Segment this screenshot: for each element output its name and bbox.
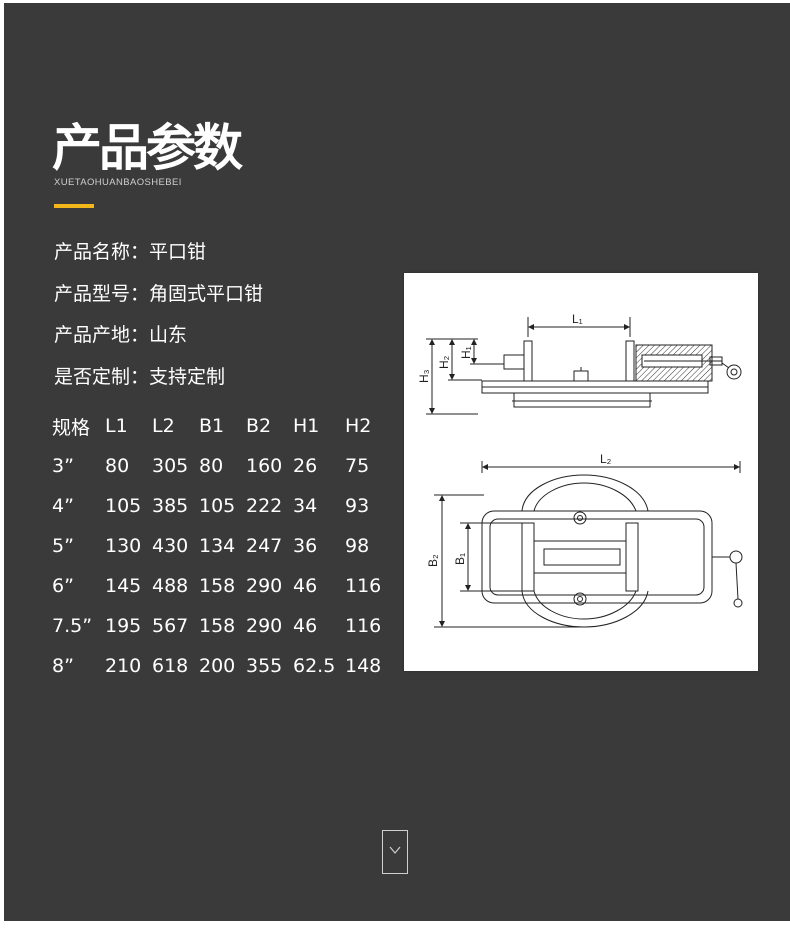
l2-dimension <box>481 461 741 473</box>
table-cell: 7.5” <box>52 615 93 637</box>
info-product-model: 产品型号：角固式平口钳 <box>54 282 263 306</box>
info-product-origin: 产品产地：山东 <box>54 323 187 347</box>
table-cell: 210 <box>105 655 142 677</box>
table-cell: 34 <box>293 495 318 517</box>
spec-header-cell: L2 <box>152 415 175 437</box>
table-cell: 145 <box>105 575 142 597</box>
spec-header-cell: B1 <box>199 415 225 437</box>
page-subtitle: XUETAOHUANBAOSHEBEI <box>54 177 182 188</box>
label-b1: B₁ <box>453 553 467 565</box>
table-cell: 567 <box>152 615 189 637</box>
table-cell: 75 <box>345 455 370 477</box>
table-cell: 160 <box>246 455 283 477</box>
table-row: 8” 210 618 200 355 62.5 148 <box>52 646 385 686</box>
label-h1: H₁ <box>459 346 473 359</box>
table-cell: 80 <box>199 455 224 477</box>
spec-header-cell: B2 <box>246 415 272 437</box>
label-h2: H₂ <box>437 355 451 369</box>
table-row: 7.5” 195 567 158 290 46 116 <box>52 606 385 646</box>
info-value: 支持定制 <box>149 366 226 388</box>
table-cell: 46 <box>293 615 318 637</box>
table-cell: 116 <box>345 575 382 597</box>
table-cell: 385 <box>152 495 189 517</box>
spec-header-cell: 规格 <box>52 416 91 439</box>
spec-header-row: 规格 L1 L2 B1 B2 H1 H2 <box>52 406 385 446</box>
accent-bar <box>54 204 94 208</box>
b-dimensions <box>434 494 580 628</box>
table-row: 6” 145 488 158 290 46 116 <box>52 566 385 606</box>
table-cell: 430 <box>152 535 189 557</box>
chevron-down-icon <box>389 846 401 854</box>
vise-technical-drawing: L₁ L₂ H₃ H₂ H₁ B₂ B₁ <box>404 273 758 671</box>
table-cell: 80 <box>105 455 130 477</box>
info-customization: 是否定制：支持定制 <box>54 365 225 389</box>
table-cell: 93 <box>345 495 370 517</box>
label-h3: H₃ <box>417 369 431 383</box>
table-cell: 195 <box>105 615 142 637</box>
page-title: 产品参数 <box>52 119 243 177</box>
info-label: 是否定制： <box>54 366 150 388</box>
table-cell: 290 <box>246 575 283 597</box>
table-cell: 618 <box>152 655 189 677</box>
table-row: 3” 80 305 80 160 26 75 <box>52 446 385 486</box>
table-cell: 105 <box>105 495 142 517</box>
table-cell: 158 <box>199 575 236 597</box>
table-cell: 46 <box>293 575 318 597</box>
spec-header-cell: L1 <box>105 415 128 437</box>
scroll-down-button[interactable] <box>382 830 408 874</box>
table-cell: 305 <box>152 455 189 477</box>
table-cell: 130 <box>105 535 142 557</box>
table-cell: 116 <box>345 615 382 637</box>
table-cell: 4” <box>52 495 74 517</box>
table-cell: 62.5 <box>293 655 336 677</box>
plan-view <box>481 474 743 628</box>
info-value: 平口钳 <box>149 241 207 263</box>
side-view <box>481 340 742 408</box>
info-product-name: 产品名称：平口钳 <box>54 240 206 264</box>
table-cell: 105 <box>199 495 236 517</box>
table-cell: 3” <box>52 455 74 477</box>
info-label: 产品产地： <box>54 324 150 346</box>
table-cell: 134 <box>199 535 236 557</box>
table-cell: 98 <box>345 535 370 557</box>
info-label: 产品名称： <box>54 241 150 263</box>
label-l2: L₂ <box>600 452 612 466</box>
vise-drawing-svg: L₁ L₂ H₃ H₂ H₁ B₂ B₁ <box>417 312 743 628</box>
info-value: 角固式平口钳 <box>149 283 264 305</box>
label-b2: B₂ <box>426 554 440 567</box>
l1-dimension <box>527 317 631 337</box>
table-cell: 8” <box>52 655 74 677</box>
table-cell: 488 <box>152 575 189 597</box>
table-cell: 247 <box>246 535 283 557</box>
table-cell: 5” <box>52 535 74 557</box>
table-row: 5” 130 430 134 247 36 98 <box>52 526 385 566</box>
table-cell: 355 <box>246 655 283 677</box>
table-cell: 290 <box>246 615 283 637</box>
spec-header-cell: H2 <box>345 415 372 437</box>
spec-header-cell: H1 <box>293 415 320 437</box>
table-cell: 36 <box>293 535 318 557</box>
table-cell: 158 <box>199 615 236 637</box>
table-cell: 6” <box>52 575 74 597</box>
table-cell: 26 <box>293 455 318 477</box>
info-value: 山东 <box>149 324 188 346</box>
table-cell: 200 <box>199 655 236 677</box>
label-l1: L₁ <box>572 312 583 326</box>
info-label: 产品型号： <box>54 283 150 305</box>
table-cell: 148 <box>345 655 382 677</box>
h-dimensions <box>426 338 504 415</box>
spec-table: 规格 L1 L2 B1 B2 H1 H2 3” 80 305 80 160 26… <box>52 406 385 686</box>
table-row: 4” 105 385 105 222 34 93 <box>52 486 385 526</box>
table-cell: 222 <box>246 495 283 517</box>
